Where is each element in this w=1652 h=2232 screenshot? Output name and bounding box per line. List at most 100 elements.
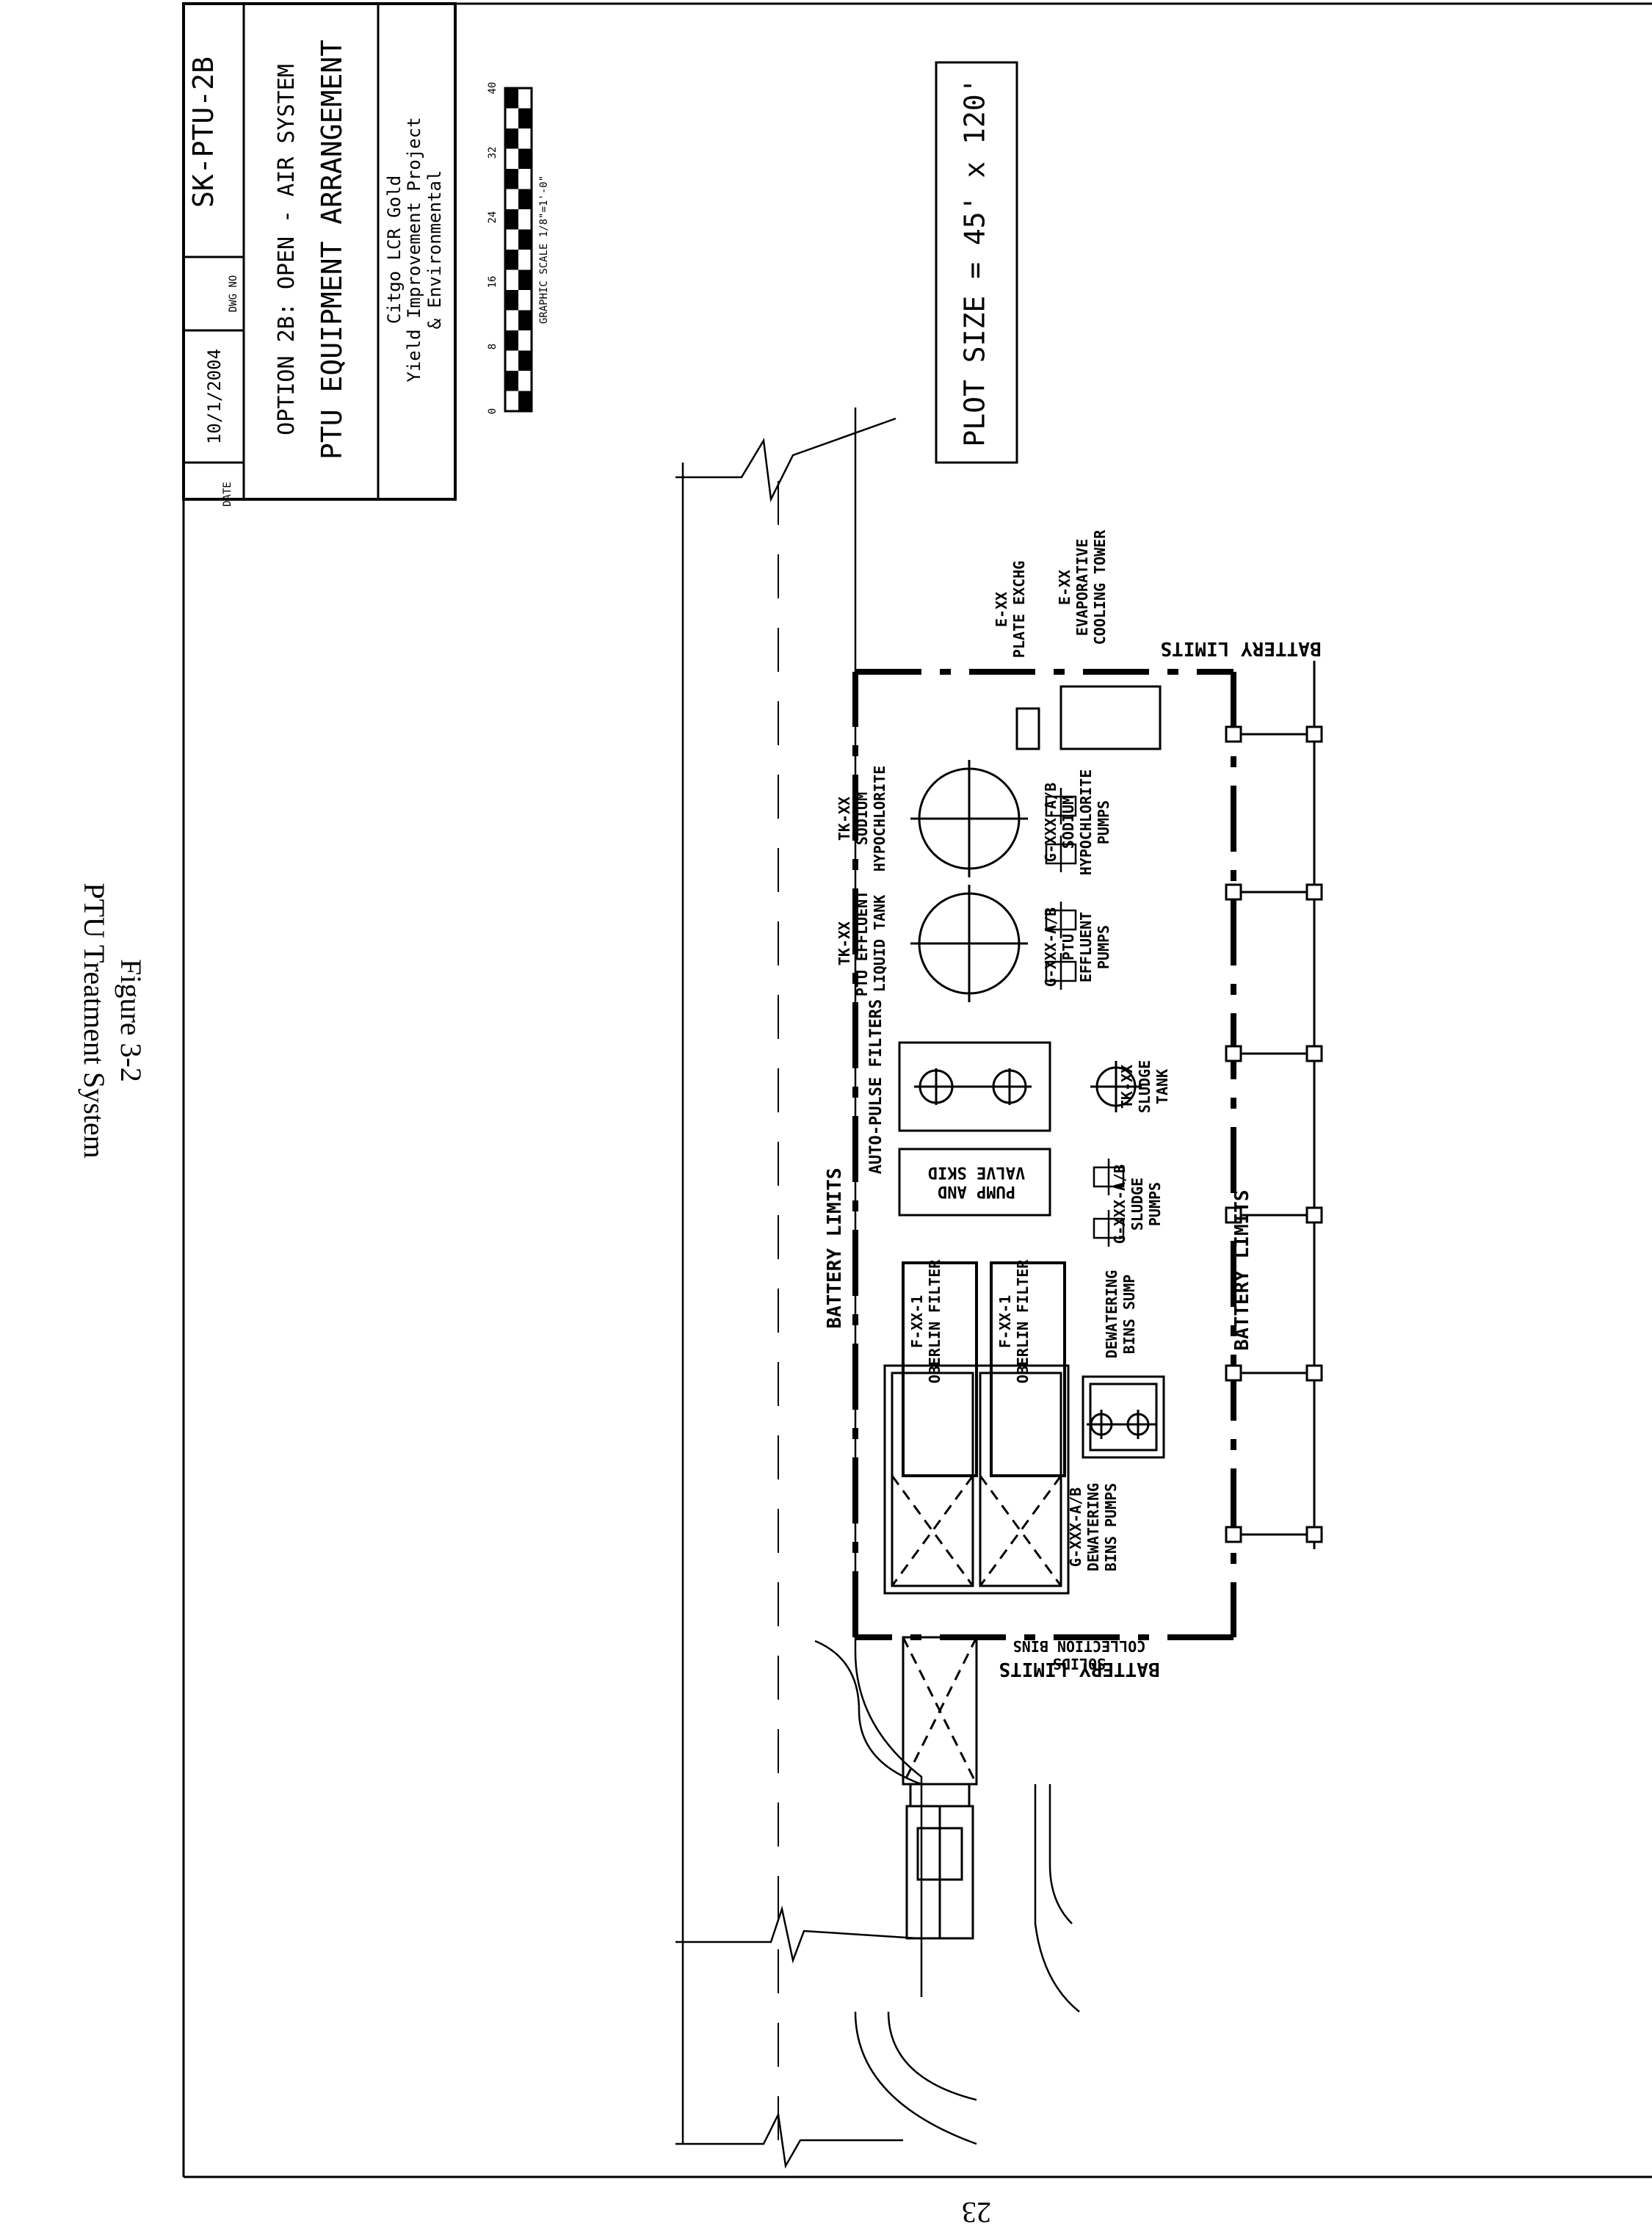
battery-limits-label-4: BATTERY LIMITS [999,1658,1159,1680]
scale-cell [518,269,532,290]
figure-number: Figure 3-2 [115,959,148,1082]
scale-tick-label: 32 [487,147,499,159]
battery-limits-label-1: BATTERY LIMITS [1231,1189,1253,1350]
scale-cell [518,310,532,330]
figure-caption: PTU Treatment System Figure 3-2 [78,883,148,1159]
svg-text:PTU EFFLUENT: PTU EFFLUENT [853,891,871,997]
page-number: 23 [962,2196,991,2229]
svg-text:DEWATERING: DEWATERING [1084,1483,1102,1571]
effluent-tank [910,885,1028,1002]
scale-tick-label: 40 [487,82,499,95]
svg-text:G-XXX-A/B: G-XXX-A/B [1042,907,1059,987]
scale-cell [518,229,532,250]
truck [902,1636,978,1940]
option-text: OPTION 2B: OPEN - AIR SYSTEM [274,64,300,435]
scale-cell [518,108,532,128]
svg-text:VALVE SKID: VALVE SKID [928,1163,1025,1181]
svg-text:SLUDGE: SLUDGE [1136,1060,1153,1113]
svg-text:G-XXX-A/B: G-XXX-A/B [1067,1488,1084,1567]
date-label: DATE [222,482,233,507]
scale-cell [505,290,518,311]
client-line-3: & Environmental [424,170,445,330]
plate-exchanger [1015,707,1040,750]
pump-valve-skid-label: PUMP AND [938,1182,1015,1200]
pipe-rack-post [1225,1364,1242,1382]
pipe-rack-post [1305,1206,1323,1224]
effluent-tank-label: LIQUID TANK [871,895,888,992]
effluent-pumps [1045,902,1077,990]
svg-text:SLUDGE: SLUDGE [1128,1178,1146,1231]
date-value: 10/1/2004 [204,349,225,444]
client-line-1: Citgo LCR Gold [384,175,405,324]
svg-text:TK-XX: TK-XX [1118,1065,1136,1109]
svg-text:EFFLUENT: EFFLUENT [1077,912,1095,982]
oberlin-filter-area [883,1261,1070,1595]
plot-size-text: PLOT SIZE = 45' x 120' [959,77,991,446]
scale-cell [505,330,518,351]
auto-pulse-filters-label: AUTO-PULSE FILTERS [867,999,885,1174]
svg-text:F-XX-1: F-XX-1 [996,1295,1014,1348]
sludge-tank-label: TANK [1153,1069,1171,1104]
pipe-rack-post [1225,725,1242,743]
svg-text:DEWATERING: DEWATERING [1103,1270,1120,1358]
scale-cell [505,250,518,270]
dewatering-sump-label: BINS SUMP [1120,1275,1138,1354]
pipe-rack-post [1305,883,1323,901]
svg-text:SOLIDS: SOLIDS [1053,1655,1106,1673]
svg-text:EVAPORATIVE: EVAPORATIVE [1073,539,1091,636]
sludge-pumps [1093,1159,1125,1247]
graphic-scale: 0 8 16 24 32 40 GRAPHIC SCALE 1/8"=1'-0" [487,82,550,415]
cooling-tower-label: COOLING TOWER [1091,529,1109,645]
svg-text:TK-XX: TK-XX [836,797,853,841]
plate-exchanger-label: PLATE EXCHG [1010,561,1028,658]
pipe-rack-post [1305,1045,1323,1062]
oberlin-filter-1-label: OBERLIN FILTER [926,1259,943,1384]
svg-text:E-XX: E-XX [993,592,1010,627]
auto-pulse-filters [898,1041,1051,1132]
pipe-rack-post [1225,883,1242,901]
pipe-rack-post [1305,1526,1323,1543]
hypochlorite-pumps-label: PUMPS [1095,800,1112,844]
svg-text:G-XXX-A/B: G-XXX-A/B [1042,783,1059,862]
scale-tick-label: 24 [487,211,499,224]
pipe-rack-post [1305,1364,1323,1382]
svg-text:G-XXX-A/B: G-XXX-A/B [1111,1164,1128,1244]
battery-limits-label-2: BATTERY LIMITS [824,1167,846,1328]
pipe-rack-post [1305,725,1323,743]
scale-tick-label: 16 [487,276,499,289]
scale-cell [505,209,518,230]
cooling-tower [1059,685,1162,750]
title-block: DATE 10/1/2004 DWG NO SK-PTU-2B OPTION 2… [182,2,457,507]
svg-text:SODIUM: SODIUM [1059,796,1077,849]
pump-valve-skid: PUMP AND VALVE SKID [898,1148,1051,1217]
svg-text:HYPOCHLORITE: HYPOCHLORITE [1077,769,1095,876]
scale-cell [505,371,518,391]
scale-tick-label: 8 [487,344,499,349]
dewatering-sump [1082,1375,1165,1459]
hypochlorite-tank-label: HYPOCHLORITE [871,766,888,872]
scale-tick-label: 0 [487,408,499,414]
dwg-label: DWG NO [228,275,239,313]
scale-cell [505,88,518,109]
sludge-tank [1090,1061,1142,1112]
drawing-title: PTU EQUIPMENT ARRANGEMENT [316,40,348,460]
plot-size-box: PLOT SIZE = 45' x 120' [935,61,1018,464]
solids-bins-label: COLLECTION BINS [1013,1637,1146,1655]
scale-cell [518,148,532,169]
scale-cell [505,128,518,149]
pipe-rack-post [1225,1206,1242,1224]
hypochlorite-tank [910,760,1028,877]
effluent-pumps-label: PUMPS [1095,925,1112,969]
pipe-rack-post [1225,1045,1242,1062]
scale-label: GRAPHIC SCALE 1/8"=1'-0" [538,175,550,324]
svg-text:SODIUM: SODIUM [853,792,871,845]
svg-text:F-XX-1: F-XX-1 [908,1295,926,1348]
oberlin-filter-2-label: OBERLIN FILTER [1014,1259,1032,1384]
battery-limits-label-3: BATTERY LIMITS [1160,637,1321,659]
sludge-pumps-label: PUMPS [1146,1182,1164,1226]
scale-cell [518,391,532,411]
client-line-2: Yield Improvement Project [404,117,424,382]
road [675,407,1080,2169]
figure-title: PTU Treatment System [78,883,111,1159]
